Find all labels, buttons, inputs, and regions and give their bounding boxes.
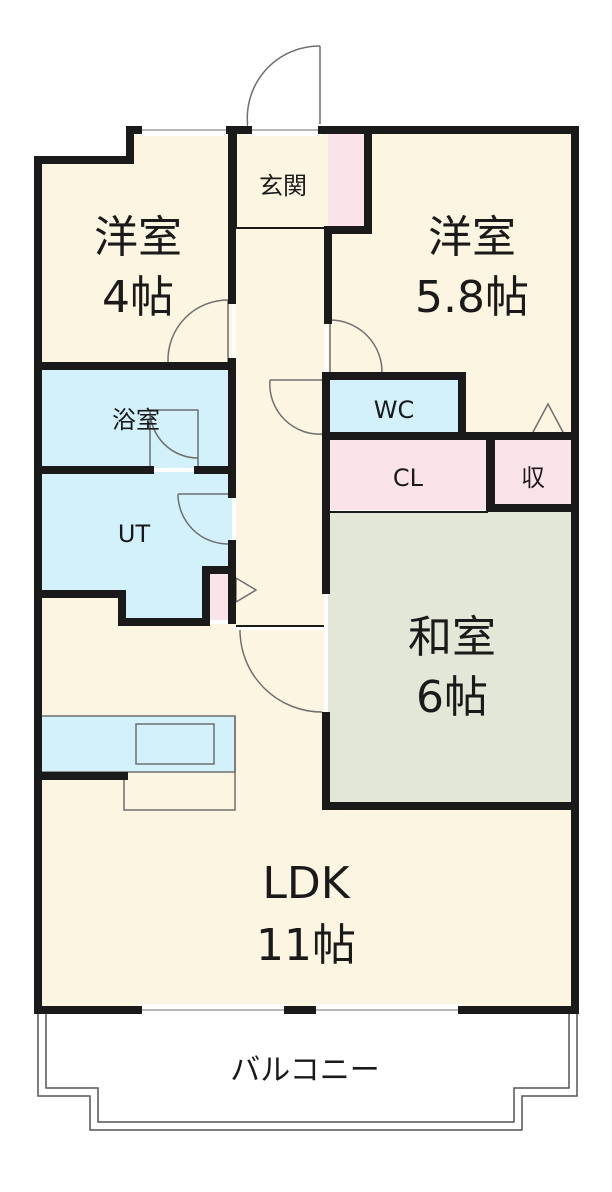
toilet-label: WC — [374, 396, 415, 424]
utility-storage — [206, 572, 232, 620]
balcony-outline-inner — [45, 1014, 570, 1123]
wall-corridor-right — [322, 372, 579, 512]
closet-floor — [328, 440, 488, 510]
western-room-4-floor — [38, 130, 232, 365]
western-room-58-floor — [328, 130, 575, 438]
closet-label: CL — [393, 464, 424, 492]
western-room-4-name: 洋室 — [94, 212, 182, 263]
bath-label: 浴室 — [112, 406, 160, 434]
toilet-door — [269, 379, 325, 435]
toilet-floor — [328, 378, 460, 436]
room-floors — [38, 130, 575, 1010]
ldk-size: 11帖 — [256, 920, 356, 971]
western-58-door — [329, 319, 383, 376]
wall-japanese-left — [322, 508, 579, 810]
western-room-58-size: 5.8帖 — [415, 272, 529, 323]
ldk-floor — [38, 596, 575, 1010]
entrance-label: 玄関 — [259, 172, 307, 200]
thin-walls — [235, 130, 495, 627]
utility-label: UT — [118, 520, 151, 548]
entrance-floor — [236, 130, 328, 230]
ldk-door — [239, 629, 323, 713]
western-room-4-size: 4帖 — [102, 272, 174, 323]
japanese-room-size: 6帖 — [416, 672, 488, 723]
bath-door — [149, 409, 199, 468]
outer-wall — [34, 126, 579, 1014]
entrance-storage — [328, 130, 368, 228]
ldk-name: LDK — [262, 858, 350, 909]
door-swings — [149, 45, 566, 713]
kitchen-counter — [39, 715, 236, 811]
wall-utility-bottom — [34, 566, 236, 626]
western-4-door — [167, 299, 229, 363]
japanese-room-name: 和室 — [408, 612, 496, 663]
entrance-door — [246, 45, 321, 129]
corridor-floor — [236, 230, 324, 626]
walls — [34, 126, 579, 1014]
balcony-outline — [37, 1014, 578, 1131]
balcony-label: バルコニー — [230, 1053, 379, 1088]
utility-floor — [38, 472, 232, 620]
japanese-room-floor — [328, 512, 575, 802]
wall-entrance-right — [324, 126, 372, 324]
bath-floor — [38, 368, 232, 468]
openings — [138, 124, 462, 1016]
western-room-58-name: 洋室 — [428, 212, 516, 263]
utility-door — [177, 493, 229, 545]
storage-label: 収 — [521, 464, 545, 492]
storage-floor — [492, 440, 575, 510]
